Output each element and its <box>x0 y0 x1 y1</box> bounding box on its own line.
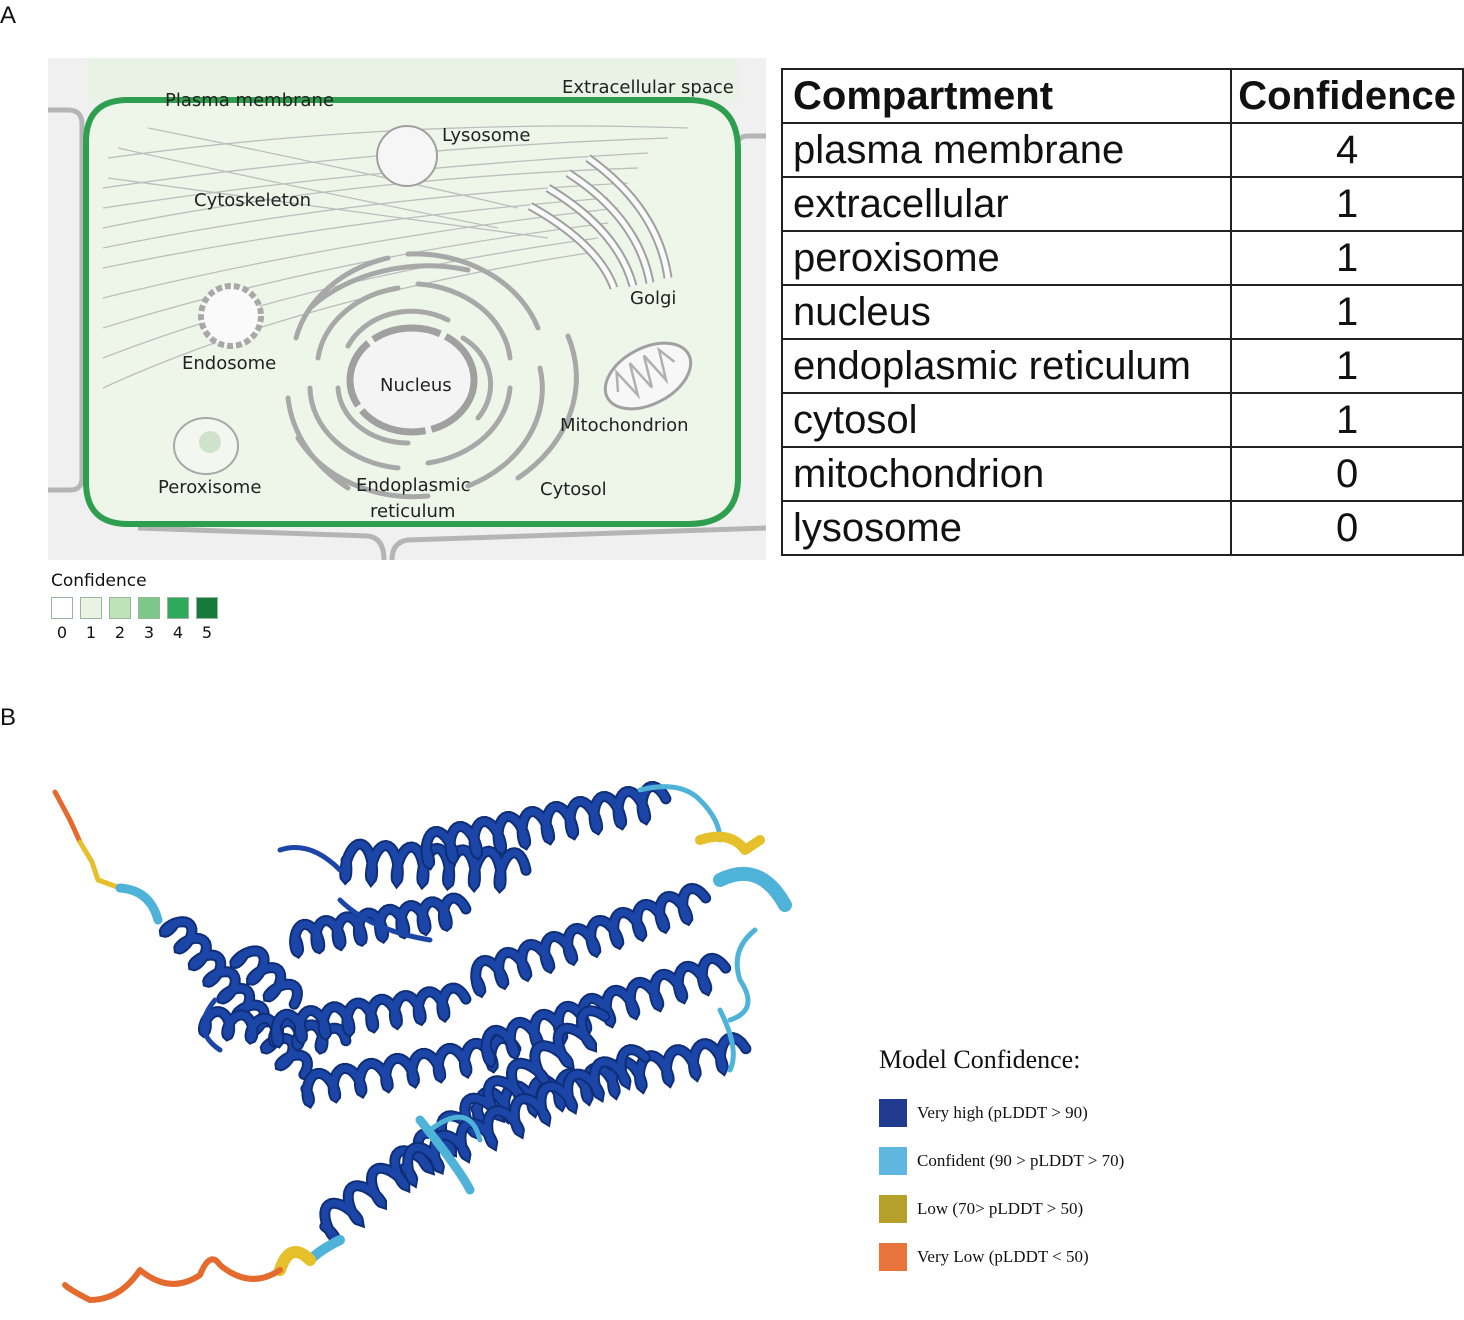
model-confidence-item: Confident (90 > pLDDT > 70) <box>879 1147 1124 1175</box>
very-low-swatch <box>879 1243 907 1271</box>
nucleus-organelle <box>346 324 478 436</box>
confidence-swatch-1 <box>80 597 102 619</box>
label-mitochondrion: Mitochondrion <box>560 415 689 436</box>
label-golgi: Golgi <box>630 288 676 309</box>
confidence-cell: 1 <box>1230 392 1464 448</box>
neighbor-cell-bottom <box>137 525 766 560</box>
mitochondrion-organelle <box>603 341 693 411</box>
lysosome-organelle <box>376 125 438 187</box>
confidence-cell: 1 <box>1230 338 1464 394</box>
helix-ribbon <box>422 782 670 869</box>
compartment-cell: extracellular <box>780 176 1233 232</box>
confidence-level-label: 4 <box>172 623 184 642</box>
low-label: Low (70> pLDDT > 50) <box>917 1199 1084 1218</box>
compartment-cell: peroxisome <box>780 230 1233 286</box>
confident-swatch <box>879 1147 907 1175</box>
extracellular-space-region <box>88 58 738 102</box>
header-compartment: Compartment <box>780 68 1233 124</box>
confidence-swatch-4 <box>167 597 189 619</box>
confidence-level-label: 2 <box>114 623 126 642</box>
confidence-cell: 0 <box>1230 500 1464 556</box>
low-swatch <box>879 1195 907 1223</box>
compartment-cell: plasma membrane <box>780 122 1233 178</box>
model-confidence-title: Model Confidence: <box>879 1045 1081 1074</box>
label-cytosol: Cytosol <box>540 479 607 500</box>
panel-label-a: A <box>0 2 17 29</box>
golgi-organelle <box>527 154 673 290</box>
compartment-cell: nucleus <box>780 284 1233 340</box>
compartment-cell: lysosome <box>780 500 1233 556</box>
header-confidence: Confidence <box>1230 68 1464 124</box>
helix-ribbon <box>160 918 311 1078</box>
helix-ribbon <box>302 1034 520 1107</box>
confidence-cell: 4 <box>1230 122 1464 178</box>
model-confidence-item: Low (70> pLDDT > 50) <box>879 1195 1083 1223</box>
confidence-level-label: 3 <box>143 623 155 642</box>
label-lysosome: Lysosome <box>442 125 530 146</box>
panel-label-b: B <box>0 704 17 731</box>
very-high-swatch <box>879 1099 907 1127</box>
label-nucleus: Nucleus <box>380 375 452 396</box>
very-low-label: Very Low (pLDDT < 50) <box>917 1247 1089 1266</box>
label-endoplasmic-reticulum-line1: Endoplasmic <box>356 475 471 496</box>
table-header-row: Compartment Confidence <box>780 68 1464 124</box>
protein-structure-model <box>52 780 792 1303</box>
peroxisome-core <box>199 431 221 453</box>
confidence-swatch-5 <box>196 597 218 619</box>
model-confidence-item: Very Low (pLDDT < 50) <box>879 1243 1089 1271</box>
confidence-cell: 1 <box>1230 284 1464 340</box>
confidence-swatch-0 <box>51 597 73 619</box>
compartment-cell: endoplasmic reticulum <box>780 338 1233 394</box>
helix-ribbon <box>472 884 710 996</box>
label-peroxisome: Peroxisome <box>158 477 261 498</box>
neighbor-cell-left <box>48 107 85 493</box>
confidence-cell: 1 <box>1230 230 1464 286</box>
endosome-organelle <box>198 283 264 349</box>
very-high-label: Very high (pLDDT > 90) <box>917 1103 1088 1122</box>
confidence-cell: 1 <box>1230 176 1464 232</box>
compartment-cell: cytosol <box>780 392 1233 448</box>
endoplasmic-reticulum-organelle <box>285 251 579 500</box>
label-extracellular-space: Extracellular space <box>562 77 734 98</box>
helix-ribbon <box>482 954 730 1066</box>
confidence-swatch-2 <box>109 597 131 619</box>
confidence-level-label: 1 <box>85 623 97 642</box>
protein-loops <box>52 784 792 1303</box>
label-plasma-membrane: Plasma membrane <box>165 90 334 111</box>
helix-ribbon <box>402 1046 649 1186</box>
confidence-swatch-3 <box>138 597 160 619</box>
compartment-cell: mitochondrion <box>780 446 1233 502</box>
model-confidence-item: Very high (pLDDT > 90) <box>879 1099 1088 1127</box>
label-endosome: Endosome <box>182 353 276 374</box>
label-cytoskeleton: Cytoskeleton <box>194 190 311 211</box>
label-endoplasmic-reticulum-line2: reticulum <box>370 501 455 522</box>
confidence-level-label: 0 <box>56 623 68 642</box>
helix-ribbon <box>272 984 470 1047</box>
helix-ribbon <box>231 947 301 1008</box>
confident-label: Confident (90 > pLDDT > 70) <box>917 1151 1125 1170</box>
confidence-level-label: 5 <box>201 623 213 642</box>
cell-diagram: Plasma membrane Extracellular space Lyso… <box>48 58 766 560</box>
confidence-cell: 0 <box>1230 446 1464 502</box>
confidence-legend-title: Confidence <box>51 571 147 591</box>
protein-helices <box>158 780 752 1246</box>
